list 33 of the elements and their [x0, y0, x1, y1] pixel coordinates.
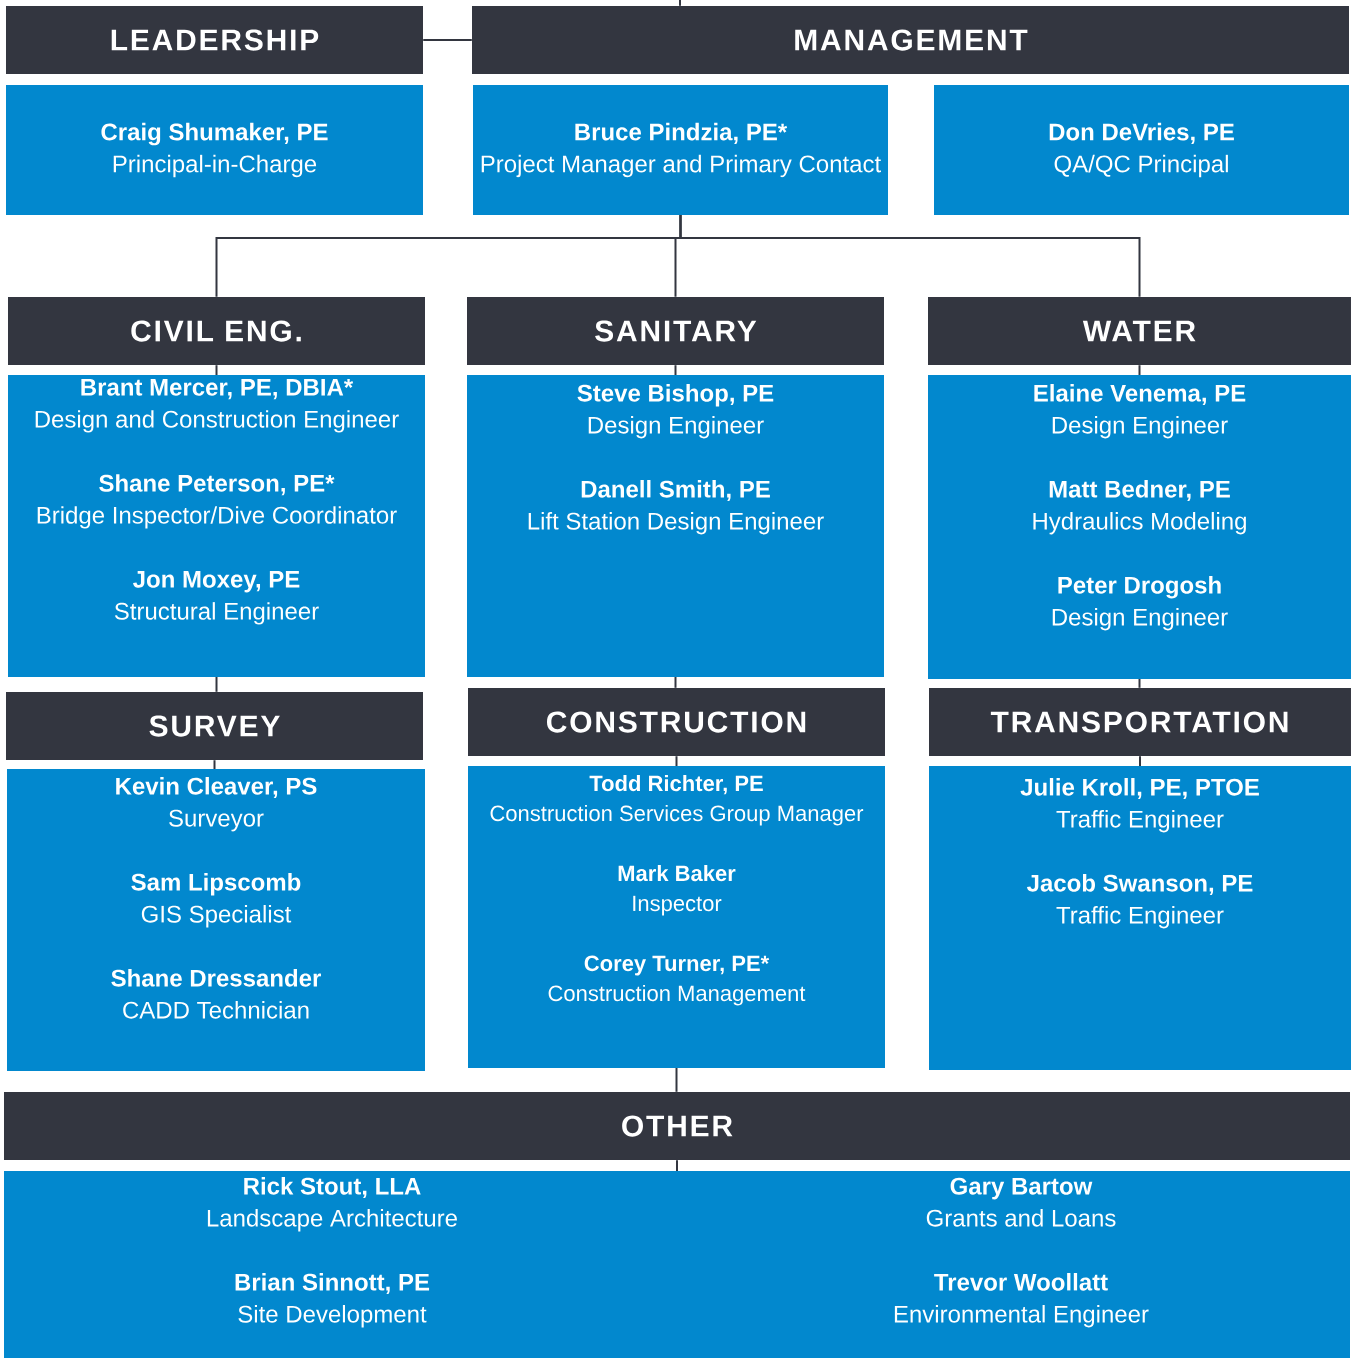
section-header: SANITARY: [467, 297, 884, 365]
staff-box: Kevin Cleaver, PS Surveyor Sam Lipscomb GIS Specialist Shane Dressander CADD Technician: [7, 769, 425, 1071]
staff-box: Elaine Venema, PE Design Engineer Matt Bedner, PE Hydraulics Modeling Peter Drogosh Design Engineer: [928, 375, 1351, 679]
connector-line: [674, 364, 677, 376]
section-header: OTHER: [4, 1092, 1350, 1160]
connector-line: [676, 1159, 678, 1172]
section-header: TRANSPORTATION: [929, 688, 1351, 756]
staff-box: Steve Bishop, PE Design Engineer Danell Smith, PE Lift Station Design Engineer: [467, 375, 884, 677]
section-header: LEADERSHIP: [6, 6, 423, 74]
connector-line: [679, 0, 681, 7]
connector-line: [1138, 678, 1141, 689]
connector-line: [213, 759, 216, 770]
connector-line: [215, 676, 218, 693]
section-header: SURVEY: [6, 692, 423, 760]
section-header: CONSTRUCTION: [468, 688, 885, 756]
connector-line: [422, 39, 473, 41]
staff-box: Bruce Pindzia, PE* Project Manager and Primary Contact: [473, 85, 888, 215]
connector-line: [1138, 364, 1141, 376]
connector-line: [1139, 755, 1141, 767]
section-header: CIVIL ENG.: [8, 297, 425, 365]
staff-box: Craig Shumaker, PE Principal-in-Charge: [6, 85, 423, 215]
staff-box: Todd Richter, PE Construction Services Group Manager Mark Baker Inspector Corey Turner, PE* Construction Management: [468, 766, 885, 1068]
connector-line: [675, 755, 678, 767]
connector-line: [679, 214, 1141, 298]
staff-box: Don DeVries, PE QA/QC Principal: [934, 85, 1349, 215]
section-header: WATER: [928, 297, 1351, 365]
section-header: MANAGEMENT: [472, 6, 1349, 74]
connector-line: [215, 364, 218, 376]
staff-box: Julie Kroll, PE, PTOE Traffic Engineer Jacob Swanson, PE Traffic Engineer: [929, 766, 1351, 1070]
connector-line: [674, 676, 677, 689]
staff-box: Brant Mercer, PE, DBIA* Design and Construction Engineer Shane Peterson, PE* Bridge Inspector/Dive Coordinator Jon Moxey, PE Structural Engineer: [8, 375, 425, 677]
staff-box: Rick Stout, LLA Landscape Architecture Brian Sinnott, PE Site Development Gary Bartow Grants and Loans Trevor Woollatt Environmental Engineer: [4, 1171, 1350, 1358]
connector-line: [675, 1067, 678, 1093]
